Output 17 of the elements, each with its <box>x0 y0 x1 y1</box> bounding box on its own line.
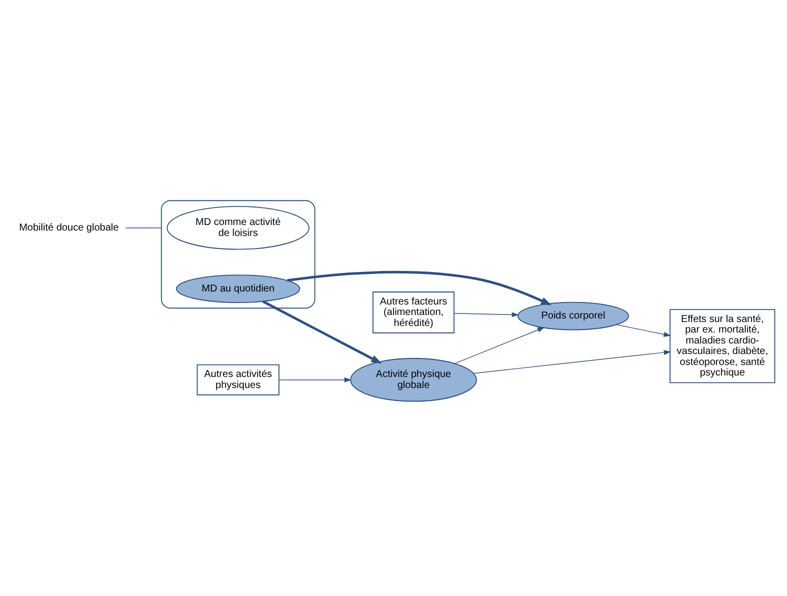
node-text: Mobilité douce globale <box>19 222 119 234</box>
arrow <box>473 350 672 374</box>
arrow <box>287 270 552 306</box>
node-ellipse: MD au quotidien <box>176 274 300 303</box>
arrow <box>454 327 545 364</box>
cluster <box>160 200 316 309</box>
node-ellipse: Poids corporel <box>517 302 629 330</box>
node-box: Autres facteurs (alimentation, hérédité) <box>372 292 454 334</box>
node-ellipse: Activité physique globale <box>350 358 477 402</box>
arrow <box>454 312 520 318</box>
arrow <box>278 377 352 382</box>
node-ellipse: MD comme activité de loisirs <box>166 206 310 250</box>
node-box: Effets sur la santé, par ex. mortalité, maladies cardio-vasculaires, diabète, ostéoporose, santé psychique <box>670 309 776 384</box>
node-box: Autres activités physiques <box>196 364 280 396</box>
arrow <box>262 300 382 364</box>
arrow <box>616 324 671 337</box>
connector <box>125 227 162 228</box>
